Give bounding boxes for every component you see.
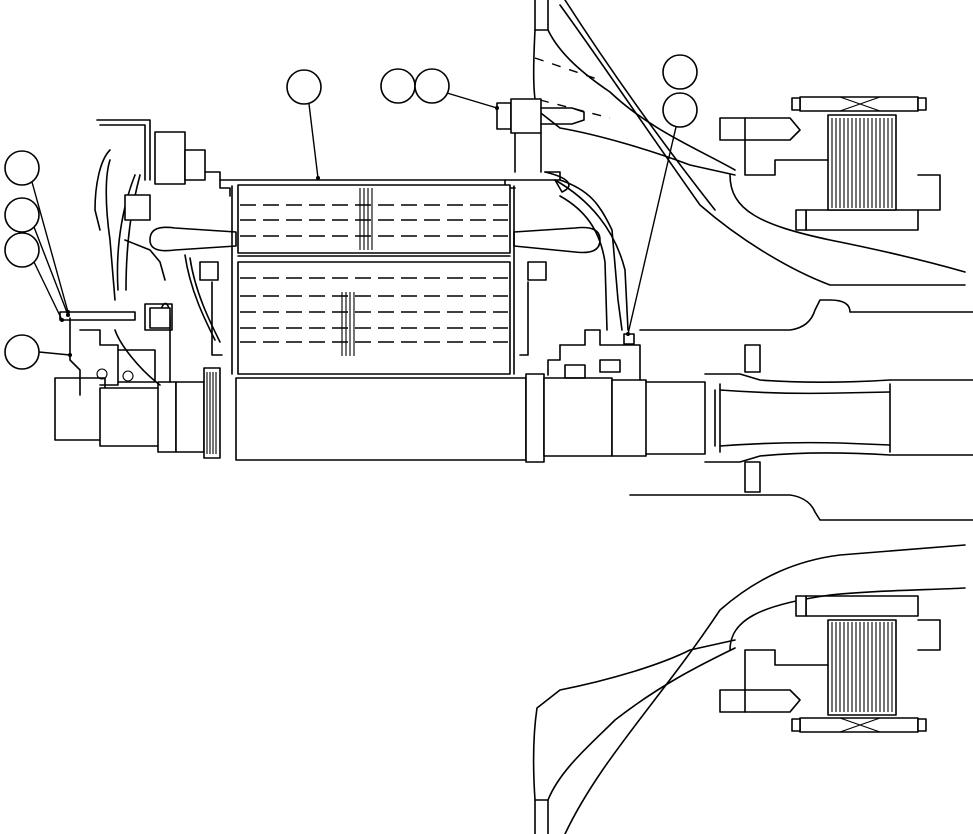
callout-9 <box>626 92 698 336</box>
callout-leader <box>627 126 677 335</box>
callout-6 <box>380 68 416 104</box>
callout-layer <box>4 54 698 370</box>
leader-dot <box>68 353 72 357</box>
leader-dot <box>495 106 499 110</box>
callout-leader <box>446 92 498 109</box>
flange-bolt <box>496 98 585 173</box>
leader-dot <box>626 332 630 336</box>
callout-1 <box>4 150 70 314</box>
callout-leader <box>33 226 69 316</box>
callout-5 <box>286 69 322 180</box>
callout-leader <box>308 103 319 179</box>
right-bearing <box>547 329 641 381</box>
leader-dot <box>66 313 70 317</box>
brake-pack-lower <box>719 587 966 733</box>
callout-circle <box>4 232 40 268</box>
callout-leader <box>38 351 71 356</box>
main-shaft <box>54 367 973 463</box>
leader-dot <box>60 318 64 322</box>
motor-housing <box>149 171 623 375</box>
callout-8 <box>662 54 698 90</box>
callout-circle <box>4 334 40 370</box>
callout-circle <box>414 68 450 104</box>
wheel-hub-lower <box>532 461 973 834</box>
callout-4 <box>4 334 72 370</box>
callout-circle <box>286 69 322 105</box>
callout-circle <box>662 92 698 128</box>
callout-3 <box>4 232 64 322</box>
callout-circle <box>380 68 416 104</box>
callout-circle <box>4 197 40 233</box>
callout-circle <box>662 54 698 90</box>
callout-circle <box>4 150 40 186</box>
brake-pack-upper <box>719 96 966 273</box>
callout-leader <box>33 261 63 321</box>
callout-leader <box>31 181 69 313</box>
callout-7 <box>414 68 499 110</box>
wheel-hub-upper <box>532 0 973 373</box>
leader-dot <box>316 176 320 180</box>
left-end-cover <box>59 119 221 396</box>
callout-2 <box>4 197 70 317</box>
